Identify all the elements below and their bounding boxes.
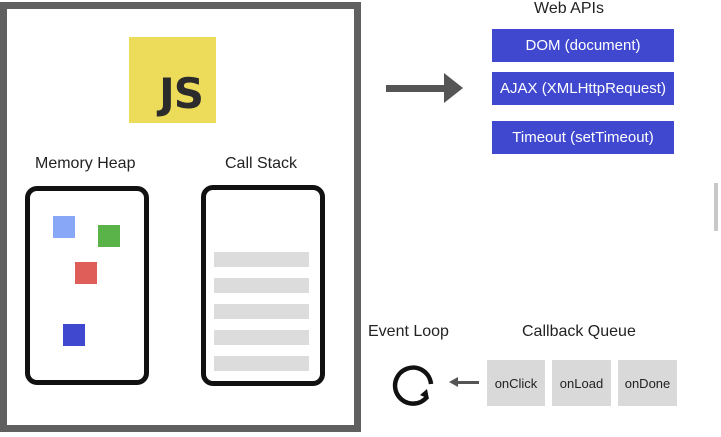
js-logo: JS — [129, 37, 216, 123]
callback-ondone: onDone — [618, 360, 677, 406]
callback-onload: onLoad — [552, 360, 611, 406]
queue-to-loop-arrow — [457, 381, 479, 384]
refresh-icon — [392, 365, 434, 406]
heap-object-red — [75, 262, 97, 284]
heap-object-blue-light — [53, 216, 75, 238]
engine-to-apis-arrowhead — [444, 73, 463, 103]
scrollbar-thumb[interactable] — [714, 183, 718, 231]
callback-queue-label: Callback Queue — [522, 323, 636, 340]
js-logo-text: JS — [159, 69, 204, 118]
web-api-dom: DOM (document) — [492, 29, 674, 62]
call-stack-frame — [214, 330, 309, 345]
callback-onclick: onClick — [487, 360, 545, 406]
call-stack-label: Call Stack — [225, 155, 298, 172]
web-api-timeout: Timeout (setTimeout) — [492, 121, 674, 154]
queue-to-loop-arrowhead — [449, 377, 458, 387]
memory-heap-box — [25, 186, 149, 385]
memory-heap-label: Memory Heap — [35, 155, 136, 172]
call-stack-frame — [214, 356, 309, 371]
heap-object-blue — [63, 324, 85, 346]
web-api-ajax: AJAX (XMLHttpRequest) — [492, 72, 674, 105]
event-loop-label: Event Loop — [368, 323, 449, 340]
call-stack-frame — [214, 252, 309, 267]
heap-object-green — [98, 225, 120, 247]
call-stack-frame — [214, 278, 309, 293]
web-apis-title: Web APIs — [534, 0, 604, 17]
engine-to-apis-arrow — [386, 85, 444, 92]
call-stack-frame — [214, 304, 309, 319]
